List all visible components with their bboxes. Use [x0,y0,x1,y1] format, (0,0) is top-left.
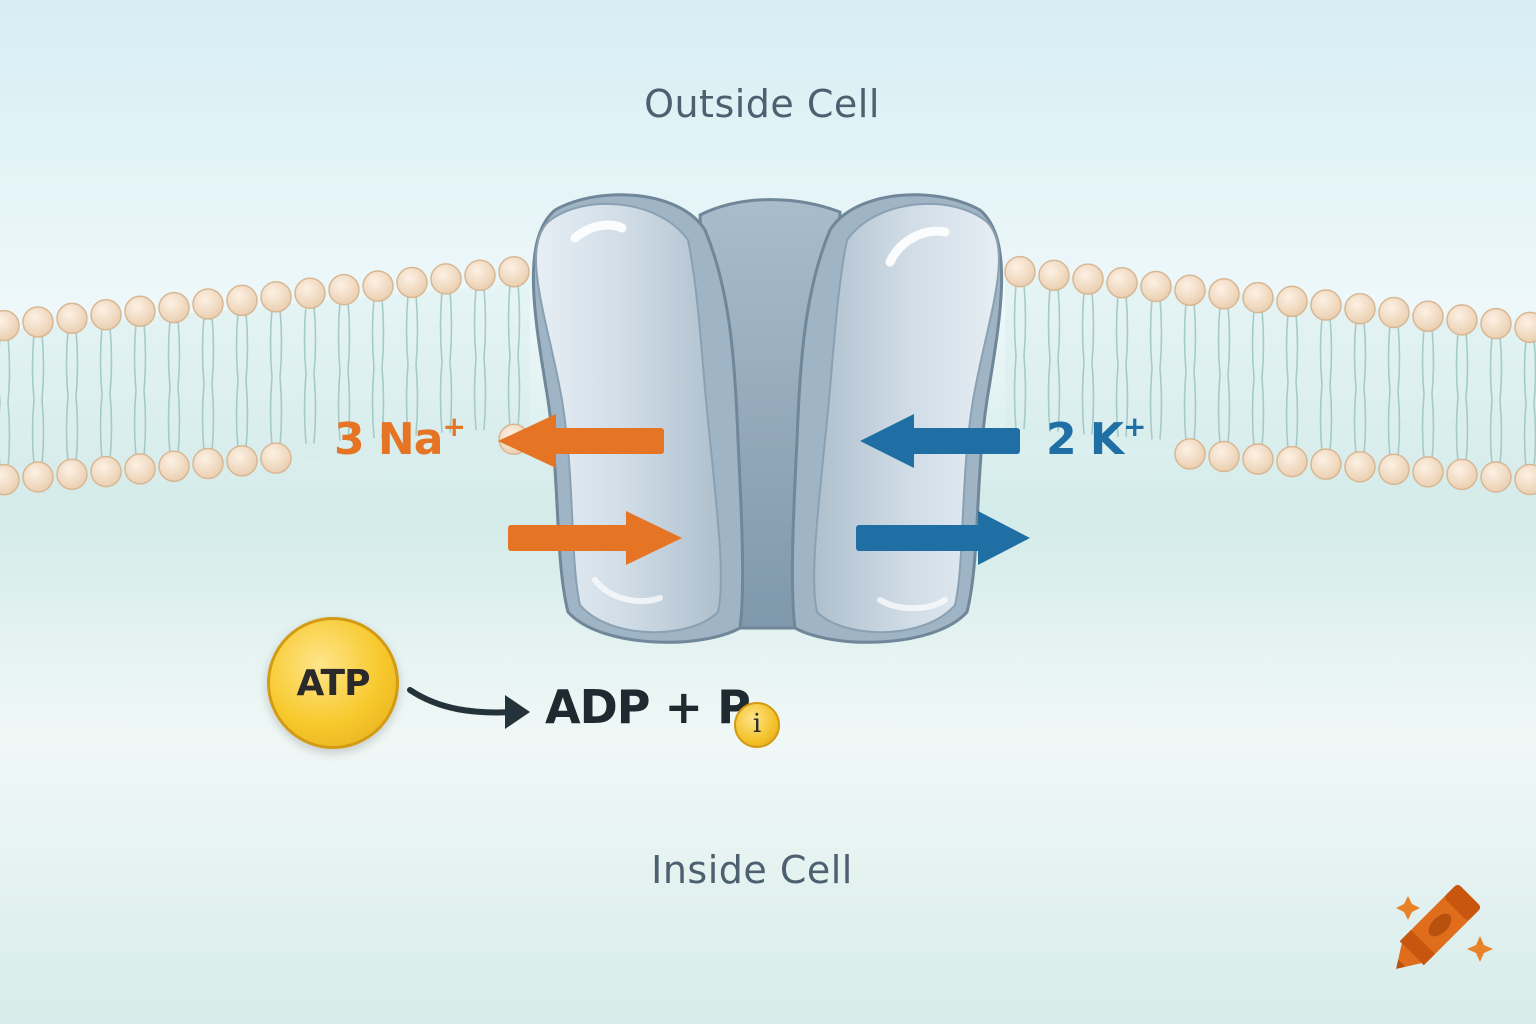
lipid-head [1344,450,1376,483]
lipid-head [192,447,224,480]
sodium-count-symbol: 3 Na [334,414,443,465]
lipid-head [158,291,190,324]
sodium-ion-label: 3 Na+ [334,410,466,465]
potassium-arrow-in [860,414,1020,468]
products-label: ADP + P [545,680,751,734]
atp-molecule: ATP [267,617,399,749]
lipid-head [1174,438,1206,470]
lipid-head [226,445,258,477]
lipid-head [260,281,292,313]
lipid-head [1412,300,1444,332]
phosphate-subscript: i [752,709,762,739]
lipid-head [1038,259,1070,292]
sodium-arrow-in [508,511,682,565]
lipid-head [1208,278,1240,310]
lipid-head [328,273,360,306]
lipid-head [1174,274,1206,306]
lipid-head [56,302,88,335]
lipid-head [396,266,428,299]
potassium-charge: + [1123,410,1146,443]
lipid-head [1004,255,1036,288]
lipid-head [0,463,20,496]
lipid-head [1310,448,1342,480]
lipid-head [362,270,394,302]
lipid-head [124,295,156,327]
lipid-head [226,284,258,317]
lipid-head [260,442,292,474]
lipid-head [1514,463,1536,496]
lipid-head [1412,456,1444,488]
sodium-potassium-pump-protein [531,193,1004,644]
lipid-head [430,263,462,295]
lipid-head [464,259,496,292]
potassium-count-symbol: 2 K [1046,414,1124,465]
outside-cell-label: Outside Cell [644,82,880,126]
lipid-head [192,288,224,320]
lipid-head [1446,458,1478,491]
lipid-head [0,309,20,342]
lipid-head [1276,285,1308,318]
lipid-head [90,455,122,488]
lipid-head [124,453,156,485]
lipid-head [498,255,530,288]
sodium-charge: + [442,410,465,443]
potassium-arrow-out [856,511,1030,565]
lipid-head [1378,453,1410,486]
lipid-head [1480,307,1512,340]
hydrolysis-arrow [407,687,530,729]
lipid-head [1242,443,1274,475]
lipid-head [1106,267,1138,299]
inside-cell-label: Inside Cell [651,848,853,892]
lipid-head [1242,281,1274,314]
lipid-head [1378,296,1410,329]
lipid-head [56,458,88,491]
lipid-head [158,450,190,482]
lipid-head [22,306,54,338]
lipid-head [294,277,326,309]
lipid-head [1344,293,1376,325]
lipid-head [1140,270,1172,303]
lipid-head [22,461,54,493]
lipid-head [1514,311,1536,344]
sodium-arrow-out [498,414,664,468]
crayon-logo-icon [1396,884,1493,969]
lipid-head [1446,304,1478,336]
lipid-head [1072,263,1104,295]
phosphate-badge: i [734,702,780,748]
lipid-head [1208,440,1240,473]
lipid-head [90,299,122,331]
atp-label: ATP [296,662,370,704]
lipid-head [1276,445,1308,478]
lipid-head [1310,289,1342,321]
lipid-head [1480,461,1512,493]
potassium-ion-label: 2 K+ [1046,410,1147,465]
